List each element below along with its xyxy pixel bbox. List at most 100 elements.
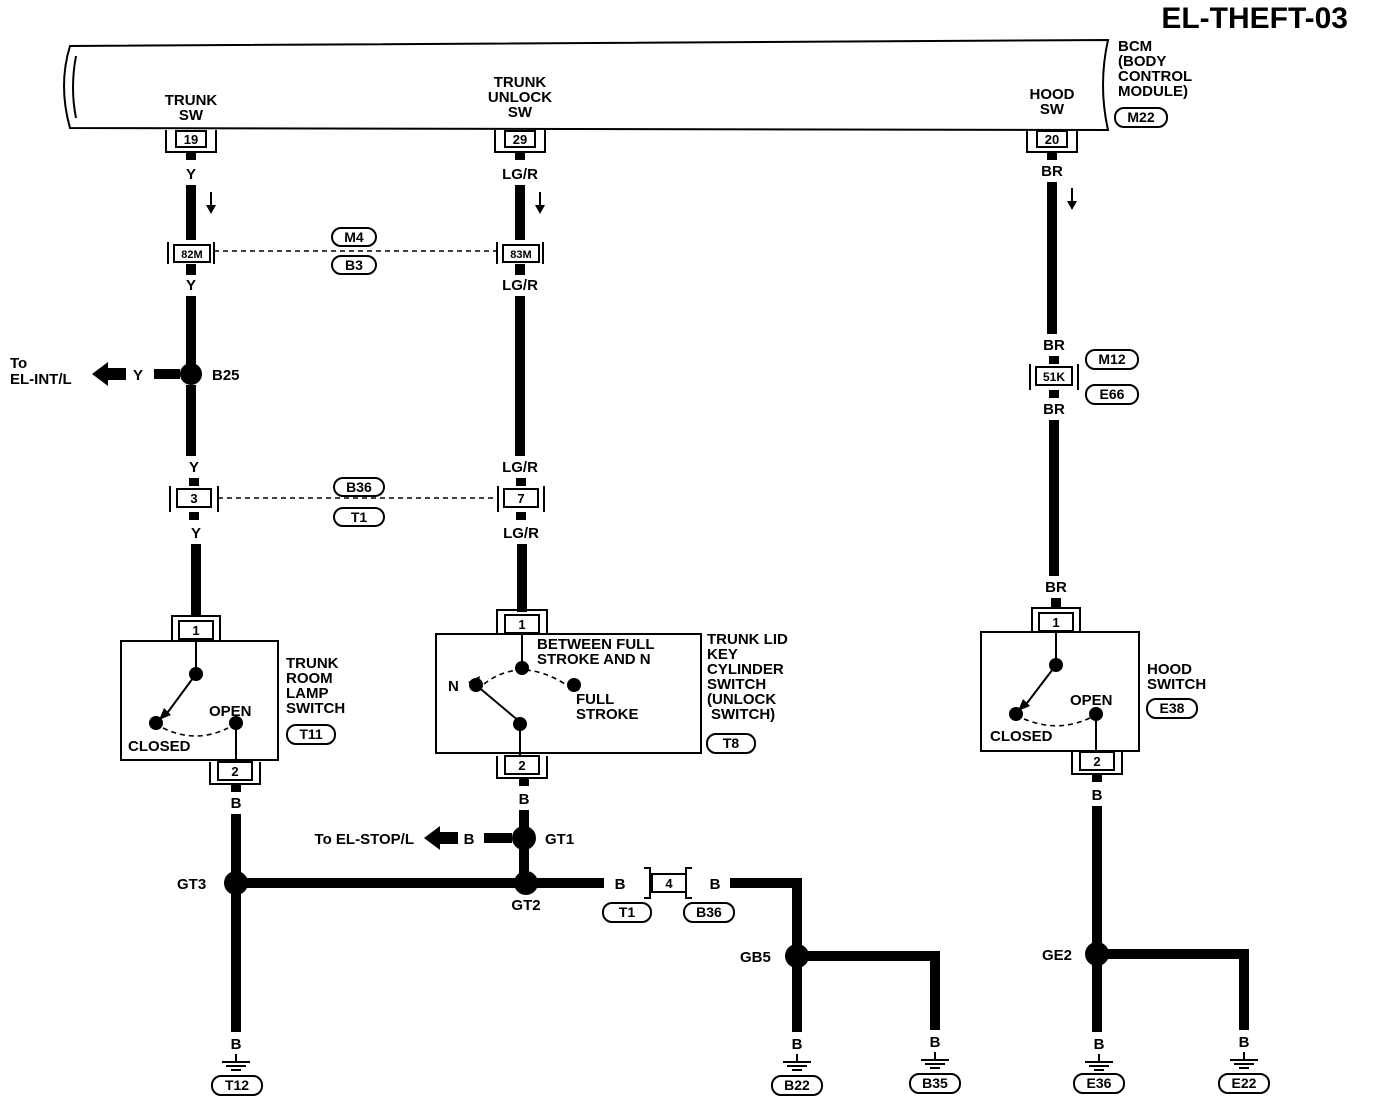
svg-text:29: 29 [513, 132, 527, 147]
wire-color-label: Y [186, 277, 196, 294]
connector-82m: 82M [167, 242, 215, 264]
svg-text:T8: T8 [723, 735, 740, 751]
wire-color-label: B [792, 1036, 803, 1053]
trunk-sw-circuit: Y 82M Y B25 Y To EL-INT/L Y 3 [10, 152, 240, 616]
bcm-label-line: (BODY [1118, 53, 1166, 70]
bcm-pin-29: 29 [494, 130, 546, 153]
switch-name-line: SWITCH [707, 676, 766, 693]
switch-name-line: CYLINDER [707, 661, 784, 678]
current-direction-arrow [206, 192, 216, 214]
svg-text:1: 1 [518, 617, 525, 632]
svg-text:4: 4 [665, 876, 673, 891]
svg-text:B22: B22 [784, 1077, 810, 1093]
wire-color-label: B [615, 876, 626, 893]
reference-arrow-icon [92, 362, 126, 386]
connector-tag [1085, 349, 1139, 370]
open-label: OPEN [209, 703, 252, 720]
bcm-label-line: BCM [1118, 38, 1152, 55]
switch-name-line: TRUNK LID [707, 631, 788, 648]
wire-color-label: BR [1043, 401, 1065, 418]
svg-text:T1: T1 [619, 904, 636, 920]
switch-connector-tag [706, 733, 756, 754]
hood-sw-circuit: BR BR 51K M12 E66 BR BR [1029, 152, 1139, 608]
splice-label: GT1 [545, 831, 574, 848]
svg-text:M12: M12 [1098, 351, 1125, 367]
svg-text:B3: B3 [345, 257, 363, 273]
ground-tag [771, 1075, 823, 1096]
connector-tag [333, 477, 385, 497]
trunk-lid-key-cylinder-switch: 1 N BETWEEN FULL STROKE AND N FULL STROK… [435, 609, 788, 779]
switch-name-line: KEY [707, 646, 738, 663]
hood-sw-terminal-name: SW [1040, 101, 1065, 118]
el-stop-l-reference: To EL-STOP/L [315, 831, 414, 848]
svg-text:19: 19 [184, 132, 198, 147]
connector-tag [331, 227, 377, 247]
svg-text:82M: 82M [181, 249, 202, 261]
svg-text:20: 20 [1045, 132, 1059, 147]
wire-color-label: LG/R [503, 525, 539, 542]
svg-text:B36: B36 [346, 479, 372, 495]
svg-text:1: 1 [192, 623, 199, 638]
wire-color-label: B [519, 791, 530, 808]
wire-color-label: B [464, 831, 475, 848]
closed-label: CLOSED [128, 738, 191, 755]
open-label: OPEN [1070, 692, 1113, 709]
wire-color-label: BR [1043, 337, 1065, 354]
wire-color-label: Y [186, 166, 196, 183]
splice-b25 [180, 363, 202, 385]
connector-51k: 51K [1029, 364, 1079, 390]
wire-color-label: LG/R [502, 277, 538, 294]
bcm-label-line: CONTROL [1118, 68, 1192, 85]
trunk-unlock-terminal-name: TRUNK [494, 74, 547, 91]
svg-text:3: 3 [190, 491, 197, 506]
trunk-room-lamp-ground-circuit: B GT3 B T12 [177, 784, 526, 1096]
wire-color-label: B [710, 876, 721, 893]
connector-tag [1085, 384, 1139, 405]
wire-color-label: LG/R [502, 166, 538, 183]
connector-tag [683, 902, 735, 923]
svg-text:E38: E38 [1160, 700, 1185, 716]
ground-tag [1218, 1073, 1270, 1094]
wire-color-label: LG/R [502, 459, 538, 476]
connector-4: 4 [644, 867, 692, 899]
wire-color-label: Y [133, 367, 143, 384]
switch-name-line: SWITCH [1147, 676, 1206, 693]
bcm-label-line: MODULE) [1118, 83, 1188, 100]
svg-text:T1: T1 [351, 509, 368, 525]
current-direction-arrow [535, 192, 545, 214]
ground-tag [211, 1075, 263, 1096]
switch-name-line: SWITCH) [711, 706, 775, 723]
trunk-unlock-circuit: LG/R 83M LG/R LG/R 7 LG/R [496, 152, 545, 612]
splice-label: GE2 [1042, 947, 1072, 964]
full-stroke-label: STROKE [576, 706, 639, 723]
switch-connector-tag [286, 724, 336, 745]
splice-gt1 [512, 826, 536, 850]
ground-tag [909, 1073, 961, 1094]
trunk-room-lamp-switch: 1 OPEN CLOSED TRUNK ROOM LAMP SWITCH T11… [120, 615, 345, 785]
switch-name-line: TRUNK [286, 655, 339, 672]
splice-label: GT3 [177, 876, 206, 893]
trunk-lid-ground-circuit: B GT1 B To EL-STOP/L GT2 B 4 T1 B36 B GB… [315, 778, 961, 1096]
svg-text:E66: E66 [1100, 386, 1125, 402]
svg-text:83M: 83M [510, 249, 531, 261]
connector-83m: 83M [496, 242, 544, 264]
wire-color-label: B [1092, 787, 1103, 804]
bcm-module: BCM (BODY CONTROL MODULE) M22 TRUNK SW T… [63, 38, 1192, 132]
bcm-pin-19: 19 [165, 130, 217, 153]
svg-text:E22: E22 [1232, 1075, 1257, 1091]
full-stroke-label: FULL [576, 691, 614, 708]
between-label: BETWEEN FULL [537, 636, 655, 653]
wire-color-label: BR [1045, 579, 1067, 596]
wire-color-label: BR [1041, 163, 1063, 180]
switch-name-line: HOOD [1147, 661, 1192, 678]
switch-connector-tag [1146, 698, 1198, 719]
svg-text:T11: T11 [299, 726, 323, 742]
connector-tag [602, 902, 652, 923]
trunk-unlock-terminal-name: SW [508, 104, 533, 121]
svg-text:T12: T12 [225, 1077, 249, 1093]
bcm-label: BCM (BODY CONTROL MODULE) [1118, 38, 1192, 100]
el-int-l-reference: EL-INT/L [10, 371, 72, 388]
svg-text:E36: E36 [1087, 1075, 1112, 1091]
switch-name-line: ROOM [286, 670, 333, 687]
